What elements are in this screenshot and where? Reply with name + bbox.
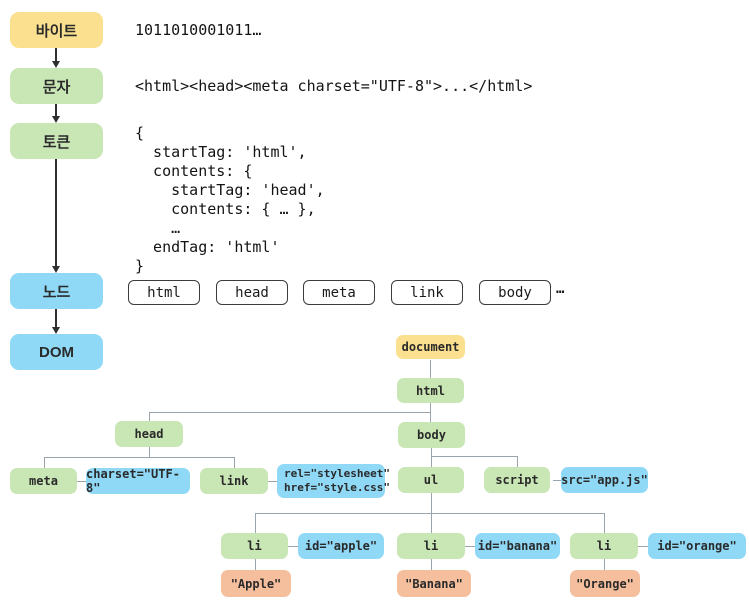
tree-node-body: body <box>398 422 465 448</box>
tree-connector <box>255 513 604 514</box>
attr-link-stylesheet: rel="stylesheet" href="style.css" <box>277 464 390 498</box>
pipeline-label-tokens: 토큰 <box>42 133 71 151</box>
tree-connector <box>431 493 432 513</box>
tree-node-html: html <box>397 378 464 403</box>
tree-connector <box>430 412 431 422</box>
node-chip-html: html <box>128 280 200 305</box>
tree-node-li-orange: li <box>570 533 638 559</box>
pipeline-box-dom: DOM <box>10 334 103 370</box>
pipeline-label-dom: DOM <box>39 343 74 361</box>
attr-charset: charset="UTF-8" <box>86 467 190 495</box>
tree-connector <box>430 360 431 378</box>
tree-node-link: link <box>200 468 268 494</box>
text-node-orange: "Orange" <box>570 570 640 597</box>
tree-connector <box>44 457 234 458</box>
down-arrow-icon <box>51 266 60 273</box>
text-node-banana: "Banana" <box>397 570 471 597</box>
tree-node-ul: ul <box>398 467 464 493</box>
node-chip-body: body <box>479 280 551 305</box>
tree-connector <box>431 448 432 456</box>
tree-connector <box>255 513 256 533</box>
character-stream-text: <html><head><meta charset="UTF-8">...</h… <box>135 77 533 95</box>
attr-id-apple: id="apple" <box>298 533 384 559</box>
tree-connector <box>604 559 605 570</box>
attr-id-banana: id="banana" <box>475 533 560 559</box>
tree-node-head: head <box>115 421 183 447</box>
pipeline-label-nodes: 노드 <box>42 283 71 301</box>
tree-node-meta: meta <box>10 468 77 494</box>
tree-connector <box>517 456 518 467</box>
tree-connector <box>431 513 432 533</box>
tree-connector <box>149 412 431 413</box>
tree-connector <box>234 457 235 468</box>
tree-connector <box>431 559 432 570</box>
pipeline-box-tokens: 토큰 <box>10 123 103 159</box>
tree-connector <box>430 403 431 412</box>
down-arrow-icon <box>55 104 57 117</box>
tree-connector <box>268 481 277 482</box>
attr-script-src: src="app.js" <box>561 467 648 493</box>
tree-connector <box>638 546 648 547</box>
text-node-apple: "Apple" <box>221 570 291 597</box>
down-arrow-icon <box>51 327 60 334</box>
tree-connector <box>431 456 432 467</box>
node-chip-meta: meta <box>303 280 375 305</box>
tree-connector <box>149 447 150 457</box>
down-arrow-icon <box>55 48 57 62</box>
tree-connector <box>553 480 561 481</box>
pipeline-box-characters: 문자 <box>10 68 103 104</box>
node-chip-head: head <box>216 280 288 305</box>
tree-connector <box>431 456 517 457</box>
byte-stream-text: 1011010001011… <box>135 21 262 39</box>
pipeline-label-characters: 문자 <box>42 78 71 96</box>
node-row-ellipsis: … <box>556 281 565 297</box>
tree-node-document: document <box>396 335 465 359</box>
tree-connector <box>44 457 45 468</box>
down-arrow-icon <box>55 159 57 267</box>
tree-connector <box>77 481 86 482</box>
pipeline-box-nodes: 노드 <box>10 273 103 309</box>
tree-node-li-banana: li <box>397 533 465 559</box>
tree-node-script: script <box>484 467 550 493</box>
down-arrow-icon <box>51 116 60 123</box>
tree-connector <box>604 513 605 533</box>
token-object-text: { startTag: 'html', contents: { startTag… <box>135 124 325 275</box>
tree-connector <box>255 559 256 570</box>
tree-connector <box>288 546 298 547</box>
pipeline-label-bytes: 바이트 <box>35 22 78 40</box>
pipeline-box-bytes: 바이트 <box>10 12 103 48</box>
down-arrow-icon <box>51 61 60 68</box>
tree-connector <box>149 412 150 421</box>
tree-connector <box>465 546 475 547</box>
attr-id-orange: id="orange" <box>648 533 746 559</box>
tree-node-li-apple: li <box>221 533 288 559</box>
down-arrow-icon <box>55 309 57 328</box>
node-chip-link: link <box>391 280 463 305</box>
